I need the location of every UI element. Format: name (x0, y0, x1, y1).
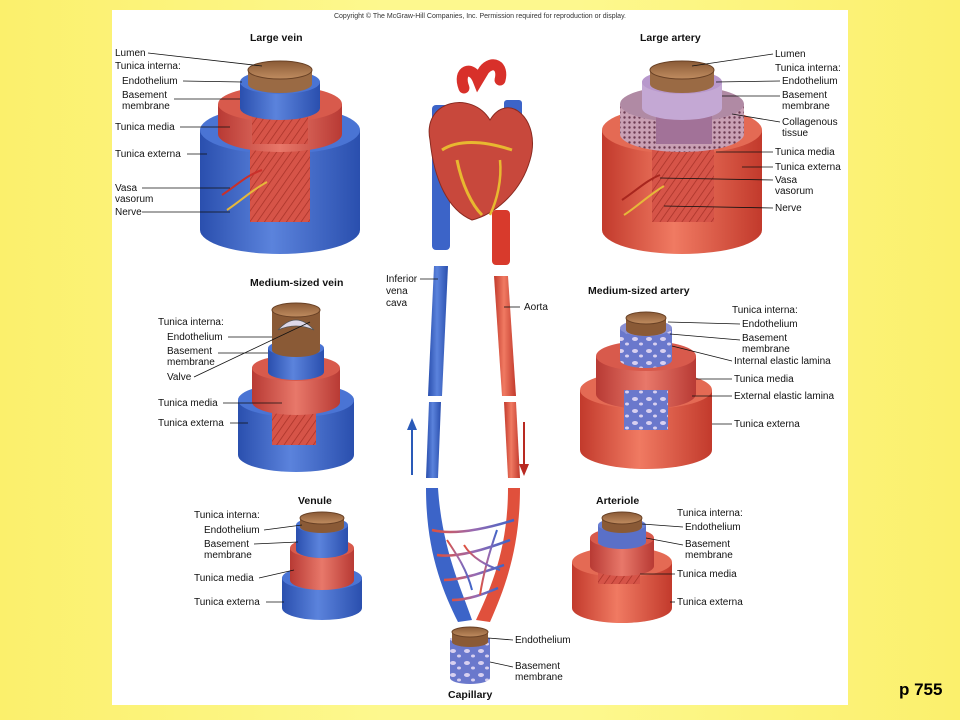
large-vein-tunica-interna-label: Tunica interna: (115, 61, 181, 72)
medium-vein-endothelium-label: Endothelium (167, 332, 223, 343)
arteriole-title: Arteriole (596, 495, 639, 507)
arteriole-basement-label: Basement (685, 539, 730, 550)
medium-vein-tunica-interna-label: Tunica interna: (158, 317, 224, 328)
inferior-vena-cava-label-line1: Inferior (386, 274, 418, 285)
flow-arrow-up-icon (407, 418, 417, 475)
figure-panel: Copyright © The McGraw-Hill Companies, I… (112, 10, 848, 705)
arteriole-tunica-media-label: Tunica media (677, 569, 737, 580)
venule-illustration (282, 511, 362, 620)
venule-basement-label: Basement (204, 539, 249, 550)
medium-vein-basement-label: Basement (167, 346, 212, 357)
capillary-endothelium-label: Endothelium (515, 635, 571, 646)
blood-vessel-diagram: Large vein Lumen Tunica interna: Endothe… (115, 32, 841, 701)
large-vein-illustration (200, 60, 360, 254)
large-artery-lumen-label: Lumen (775, 49, 806, 60)
flow-arrow-down-icon (519, 422, 529, 476)
venule-title: Venule (298, 495, 332, 507)
medium-artery-basement-label: Basement (742, 333, 787, 344)
copyright-notice: Copyright © The McGraw-Hill Companies, I… (333, 13, 626, 20)
large-vein-membrane-label: membrane (122, 101, 170, 112)
venule-tunica-externa-label: Tunica externa (194, 597, 260, 608)
large-artery-basement-label: Basement (782, 90, 827, 101)
large-artery-illustration (602, 60, 762, 254)
inferior-vena-cava-label-line2: vena (386, 286, 408, 297)
large-vein-endothelium-label: Endothelium (122, 76, 178, 87)
medium-vein-membrane-label: membrane (167, 357, 215, 368)
large-vein-lumen-label: Lumen (115, 48, 146, 59)
large-vein-nerve-label: Nerve (115, 207, 142, 218)
large-artery-tunica-externa-label: Tunica externa (775, 162, 841, 173)
inferior-vena-cava-vessel (426, 266, 448, 478)
arteriole-tunica-interna-label: Tunica interna: (677, 508, 743, 519)
large-artery-collagenous-label: Collagenous (782, 117, 838, 128)
arteriole-membrane-label: membrane (685, 550, 733, 561)
large-artery-title: Large artery (640, 32, 701, 44)
capillary-membrane-label: membrane (515, 672, 563, 683)
venule-endothelium-label: Endothelium (204, 525, 260, 536)
large-artery-tunica-interna-label: Tunica interna: (775, 63, 841, 74)
capillary-basement-label: Basement (515, 661, 560, 672)
medium-artery-illustration (580, 311, 712, 469)
venule-tunica-media-label: Tunica media (194, 573, 254, 584)
medium-artery-title: Medium-sized artery (588, 285, 690, 297)
arteriole-endothelium-label: Endothelium (685, 522, 741, 533)
large-vein-tunica-externa-label: Tunica externa (115, 149, 181, 160)
large-vein-vasorum-label: vasorum (115, 194, 153, 205)
medium-artery-internal-lamina-label: Internal elastic lamina (734, 356, 831, 367)
large-artery-tissue-label: tissue (782, 128, 809, 139)
page-number: p 755 (899, 680, 943, 699)
medium-artery-membrane-label: membrane (742, 344, 790, 355)
medium-vein-valve-label: Valve (167, 372, 192, 383)
medium-artery-tunica-interna-label: Tunica interna: (732, 305, 798, 316)
large-artery-vasa-label: Vasa (775, 175, 797, 186)
large-vein-title: Large vein (250, 32, 303, 44)
large-vein-vasa-label: Vasa (115, 183, 137, 194)
capillary-illustration (450, 626, 490, 684)
heart-illustration (428, 59, 533, 265)
capillary-title: Capillary (448, 689, 493, 701)
large-artery-vasorum-label: vasorum (775, 186, 813, 197)
medium-vein-title: Medium-sized vein (250, 277, 343, 289)
medium-vein-tunica-media-label: Tunica media (158, 398, 218, 409)
medium-artery-tunica-externa-label: Tunica externa (734, 419, 800, 430)
large-vein-basement-label: Basement (122, 90, 167, 101)
venule-membrane-label: membrane (204, 550, 252, 561)
arteriole-tunica-externa-label: Tunica externa (677, 597, 743, 608)
capillary-bed-illustration (426, 488, 520, 622)
large-artery-endothelium-label: Endothelium (782, 76, 838, 87)
medium-artery-tunica-media-label: Tunica media (734, 374, 794, 385)
large-artery-tunica-media-label: Tunica media (775, 147, 835, 158)
aorta-label: Aorta (524, 302, 548, 313)
arteriole-illustration (572, 511, 672, 623)
large-artery-nerve-label: Nerve (775, 203, 802, 214)
medium-vein-tunica-externa-label: Tunica externa (158, 418, 224, 429)
aorta-vessel (494, 276, 520, 478)
medium-artery-external-lamina-label: External elastic lamina (734, 391, 834, 402)
large-vein-tunica-media-label: Tunica media (115, 122, 175, 133)
venule-tunica-interna-label: Tunica interna: (194, 510, 260, 521)
inferior-vena-cava-label-line3: cava (386, 298, 408, 309)
large-artery-membrane-label: membrane (782, 101, 830, 112)
medium-artery-endothelium-label: Endothelium (742, 319, 798, 330)
